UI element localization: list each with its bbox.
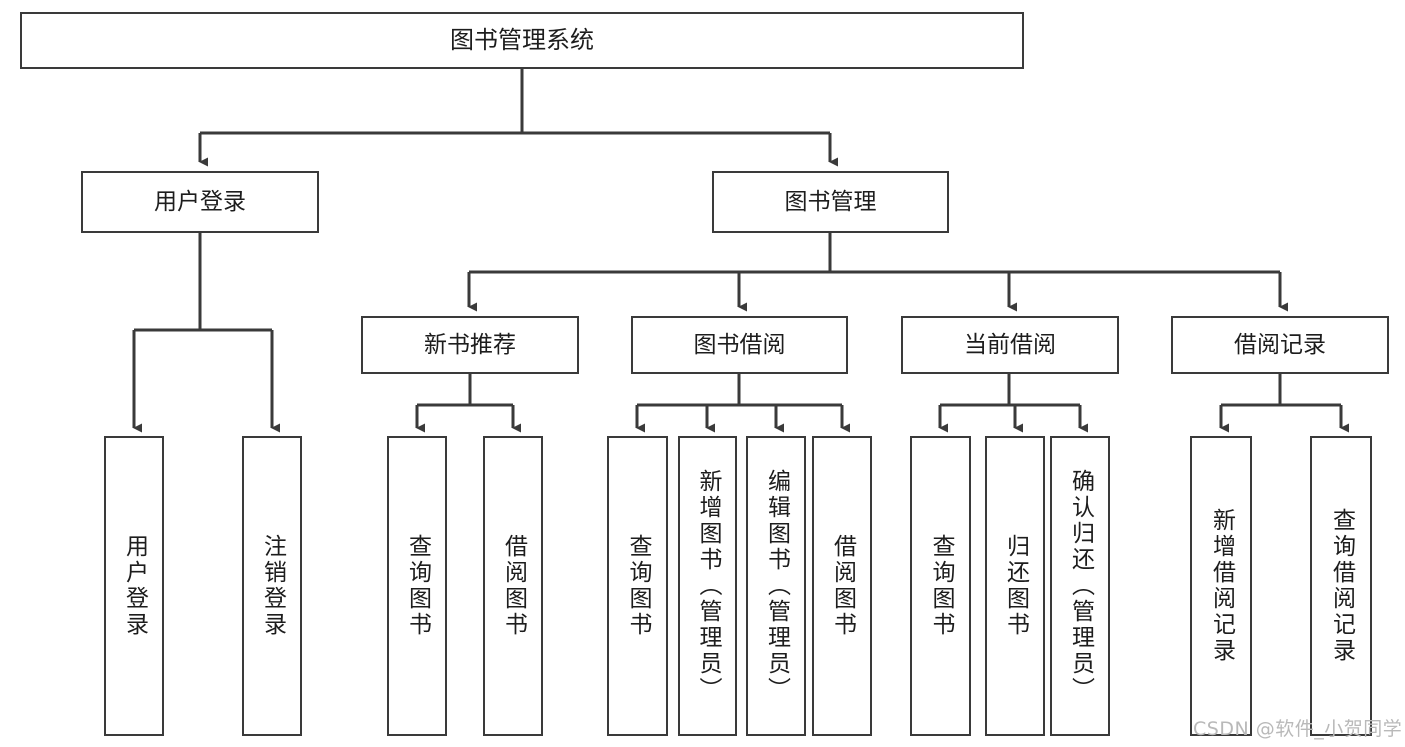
node-new-book-recommend[interactable]: 新书推荐 <box>361 316 579 374</box>
node-label: 查询图书 <box>625 534 651 638</box>
node-label: 编辑图书（管理员） <box>763 469 790 703</box>
node-label: 图书管理系统 <box>450 25 594 54</box>
leaf-borrow-book-recommend[interactable]: 借阅图书 <box>483 436 543 736</box>
leaf-return-book[interactable]: 归还图书 <box>985 436 1045 736</box>
node-book-borrow[interactable]: 图书借阅 <box>631 316 848 374</box>
node-label: 查询图书 <box>928 534 954 638</box>
node-current-borrow[interactable]: 当前借阅 <box>901 316 1119 374</box>
node-label: 借阅图书 <box>829 534 856 638</box>
node-label: 图书管理 <box>784 188 877 215</box>
node-book-management[interactable]: 图书管理 <box>712 171 949 233</box>
node-label: 查询图书 <box>404 534 431 638</box>
node-label: 当前借阅 <box>964 331 1056 358</box>
leaf-add-book-admin[interactable]: 新增图书（管理员） <box>678 436 737 736</box>
node-label: 借阅记录 <box>1234 331 1326 358</box>
leaf-query-book-borrow[interactable]: 查询图书 <box>607 436 668 736</box>
leaf-query-book-current[interactable]: 查询图书 <box>910 436 971 736</box>
leaf-query-borrow-record[interactable]: 查询借阅记录 <box>1310 436 1372 736</box>
node-label: 确认归还（管理员） <box>1067 469 1094 703</box>
node-label: 借阅图书 <box>500 534 527 638</box>
node-label: 新书推荐 <box>424 331 516 358</box>
leaf-confirm-return-admin[interactable]: 确认归还（管理员） <box>1050 436 1110 736</box>
node-label: 查询借阅记录 <box>1328 508 1355 664</box>
node-label: 图书借阅 <box>693 331 786 358</box>
node-borrow-record[interactable]: 借阅记录 <box>1171 316 1389 374</box>
node-label: 用户登录 <box>154 188 246 215</box>
leaf-user-login[interactable]: 用户登录 <box>104 436 164 736</box>
node-label: 用户登录 <box>121 534 148 638</box>
node-label: 注销登录 <box>259 534 286 638</box>
node-user-login[interactable]: 用户登录 <box>81 171 319 233</box>
node-label: 归还图书 <box>1002 534 1029 638</box>
leaf-borrow-book[interactable]: 借阅图书 <box>812 436 872 736</box>
leaf-add-borrow-record[interactable]: 新增借阅记录 <box>1190 436 1252 736</box>
node-label: 新增图书（管理员） <box>695 469 721 703</box>
leaf-logout[interactable]: 注销登录 <box>242 436 302 736</box>
node-root-system[interactable]: 图书管理系统 <box>20 12 1024 69</box>
leaf-edit-book-admin[interactable]: 编辑图书（管理员） <box>746 436 806 736</box>
node-label: 新增借阅记录 <box>1208 508 1235 664</box>
leaf-query-book-recommend[interactable]: 查询图书 <box>387 436 447 736</box>
